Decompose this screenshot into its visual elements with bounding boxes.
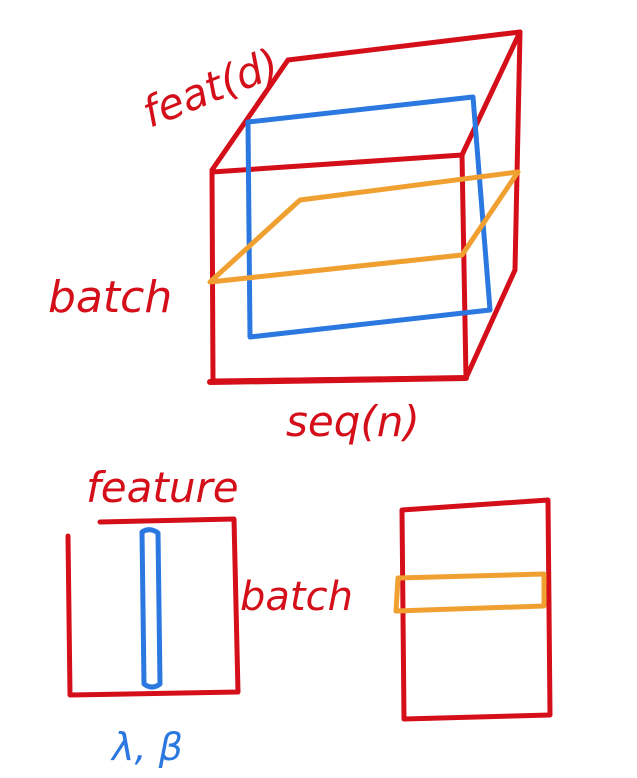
- tensor-cube: [207, 29, 523, 385]
- layernorm-params-label: λ, β: [110, 725, 183, 769]
- layernorm-box: [65, 516, 241, 698]
- cube-batch-slice: [207, 169, 521, 285]
- cube-batch-label: batch: [48, 272, 172, 323]
- cube-bottom-edge: [207, 375, 469, 385]
- layernorm-panel: [65, 516, 241, 698]
- batchnorm-box: [399, 497, 553, 722]
- cube-edge-bottom-right: [463, 267, 518, 381]
- cube-edge-top-left: [209, 57, 291, 173]
- cube-edge-top-right: [459, 29, 523, 158]
- layernorm-batch-label: batch: [240, 574, 353, 620]
- cube-seq-label: seq(n): [286, 397, 420, 446]
- layernorm-feature-label: feature: [86, 463, 239, 512]
- batchnorm-panel: [393, 497, 553, 722]
- layernorm-feature-column: [139, 527, 163, 690]
- cube-feature-slice: [245, 94, 493, 340]
- batchnorm-batch-row: [393, 571, 547, 614]
